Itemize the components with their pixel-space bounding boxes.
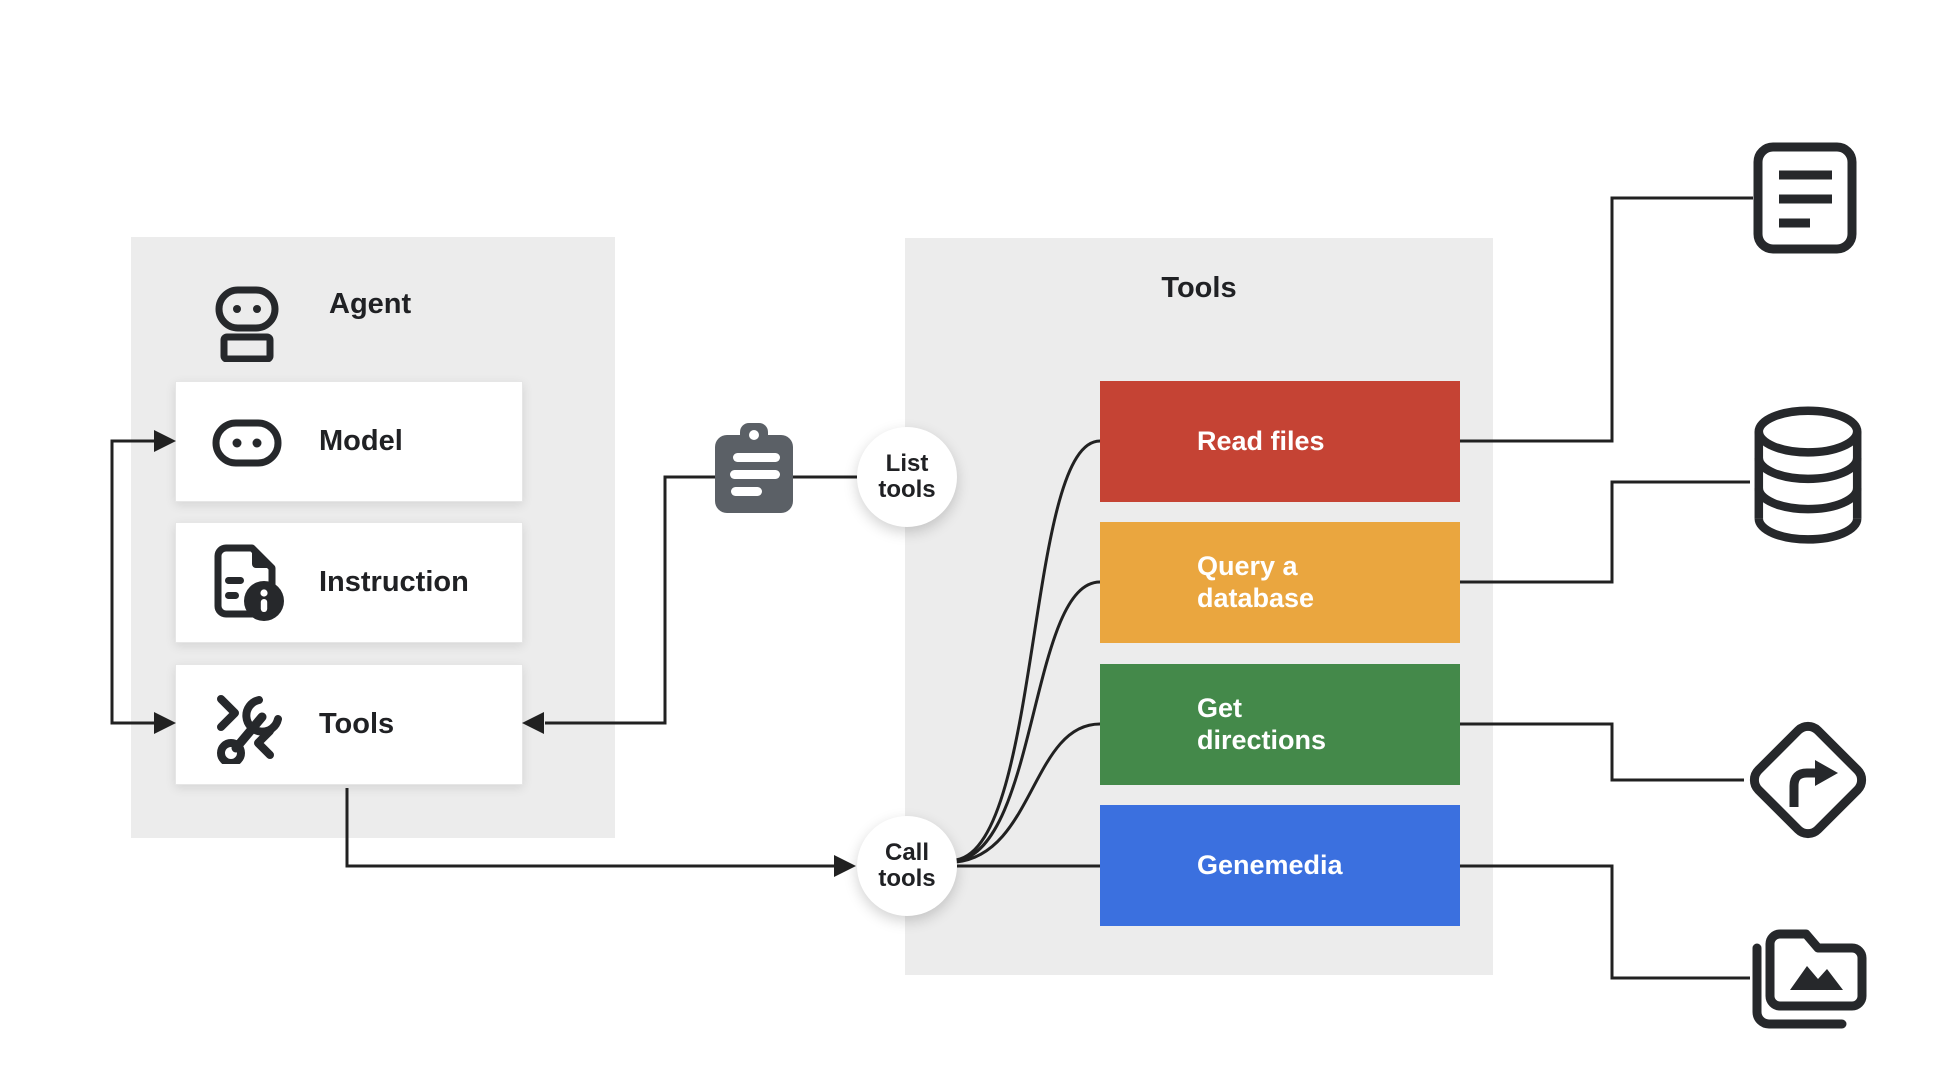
line-genemedia-to-folder (1460, 864, 1750, 980)
database-icon (1754, 406, 1862, 544)
note-document-icon (1753, 142, 1857, 254)
line-model-tools-loop (110, 439, 158, 725)
instruction-document-icon (214, 544, 284, 621)
tool-box-label: Get directions (1197, 693, 1327, 755)
tool-box-label: Genemedia (1197, 849, 1343, 880)
agent-item-model: Model (175, 381, 523, 502)
tool-box-label: Read files (1197, 425, 1325, 456)
tool-box-label: Query a database (1197, 551, 1315, 613)
arrowhead-into-call-tools (834, 855, 856, 877)
line-agent-to-call-tools (345, 788, 835, 868)
robot-agent-icon (215, 286, 279, 362)
tool-box-get-directions: Get directions (1100, 664, 1460, 785)
clipboard-icon (715, 423, 793, 513)
arrowhead-into-tools-right (522, 712, 544, 734)
agent-item-label: Model (319, 425, 403, 457)
arrowhead-into-model (154, 430, 176, 452)
agent-item-label: Instruction (319, 566, 469, 598)
list-tools-node: List tools (857, 427, 957, 527)
curve-call-to-get-directions (955, 722, 1101, 864)
turn-right-directions-icon (1749, 721, 1867, 839)
agent-item-label: Tools (319, 708, 395, 740)
call-tools-label: Call tools (878, 838, 936, 892)
agent-item-instruction: Instruction (175, 522, 523, 643)
agent-header: Agent (215, 286, 411, 362)
call-tools-node: Call tools (857, 816, 957, 916)
tool-box-read-files: Read files (1100, 381, 1460, 502)
agent-panel-title: Agent (329, 288, 412, 320)
tool-box-genemedia: Genemedia (1100, 805, 1460, 926)
tool-box-query-database: Query a database (1100, 522, 1460, 643)
curve-call-to-query-database (955, 580, 1101, 863)
wrench-icon (217, 695, 282, 764)
agent-item-tools: Tools (175, 664, 523, 785)
arrowhead-into-tools-left (154, 712, 176, 734)
image-folder-icon (1752, 929, 1867, 1029)
tools-panel-title: Tools (1161, 272, 1237, 304)
line-directions-to-diamond (1460, 722, 1744, 782)
curve-call-to-read-files (955, 439, 1101, 862)
list-tools-label: List tools (878, 449, 936, 503)
line-list-tools-to-agent (545, 475, 857, 725)
robot-face-icon (212, 419, 282, 467)
line-read-files-to-doc (1460, 196, 1753, 443)
line-query-to-database (1460, 480, 1750, 584)
